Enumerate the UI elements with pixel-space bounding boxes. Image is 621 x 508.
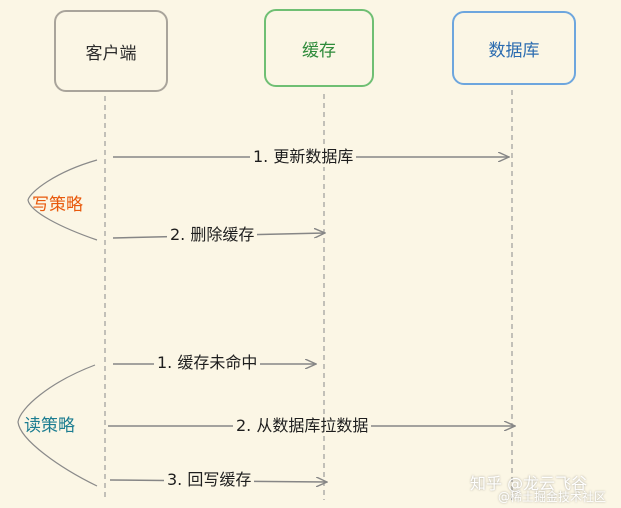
cache-label: 缓存 <box>302 40 336 61</box>
write-strategy-brace <box>27 159 98 241</box>
db-label: 数据库 <box>488 40 540 61</box>
watermark-juejin: @稀土掘金技术社区 <box>498 490 607 504</box>
client-box: 客户端 <box>54 10 168 92</box>
read-step-1-label: 1. 缓存未命中 <box>154 353 261 373</box>
read-step-3-label: 3. 回写缓存 <box>164 470 255 490</box>
db-box: 数据库 <box>452 11 576 85</box>
read-strategy-brace <box>17 364 98 487</box>
client-label: 客户端 <box>85 43 137 64</box>
read-strategy-label: 读策略 <box>24 416 75 436</box>
watermark-zhihu: 知乎 @龙云飞谷 <box>470 474 588 493</box>
write-step-2-label: 2. 删除缓存 <box>167 225 258 245</box>
write-step-1-label: 1. 更新数据库 <box>250 147 357 167</box>
cache-box: 缓存 <box>264 9 374 87</box>
read-step-2-label: 2. 从数据库拉数据 <box>233 416 372 436</box>
write-strategy-label: 写策略 <box>32 195 83 215</box>
